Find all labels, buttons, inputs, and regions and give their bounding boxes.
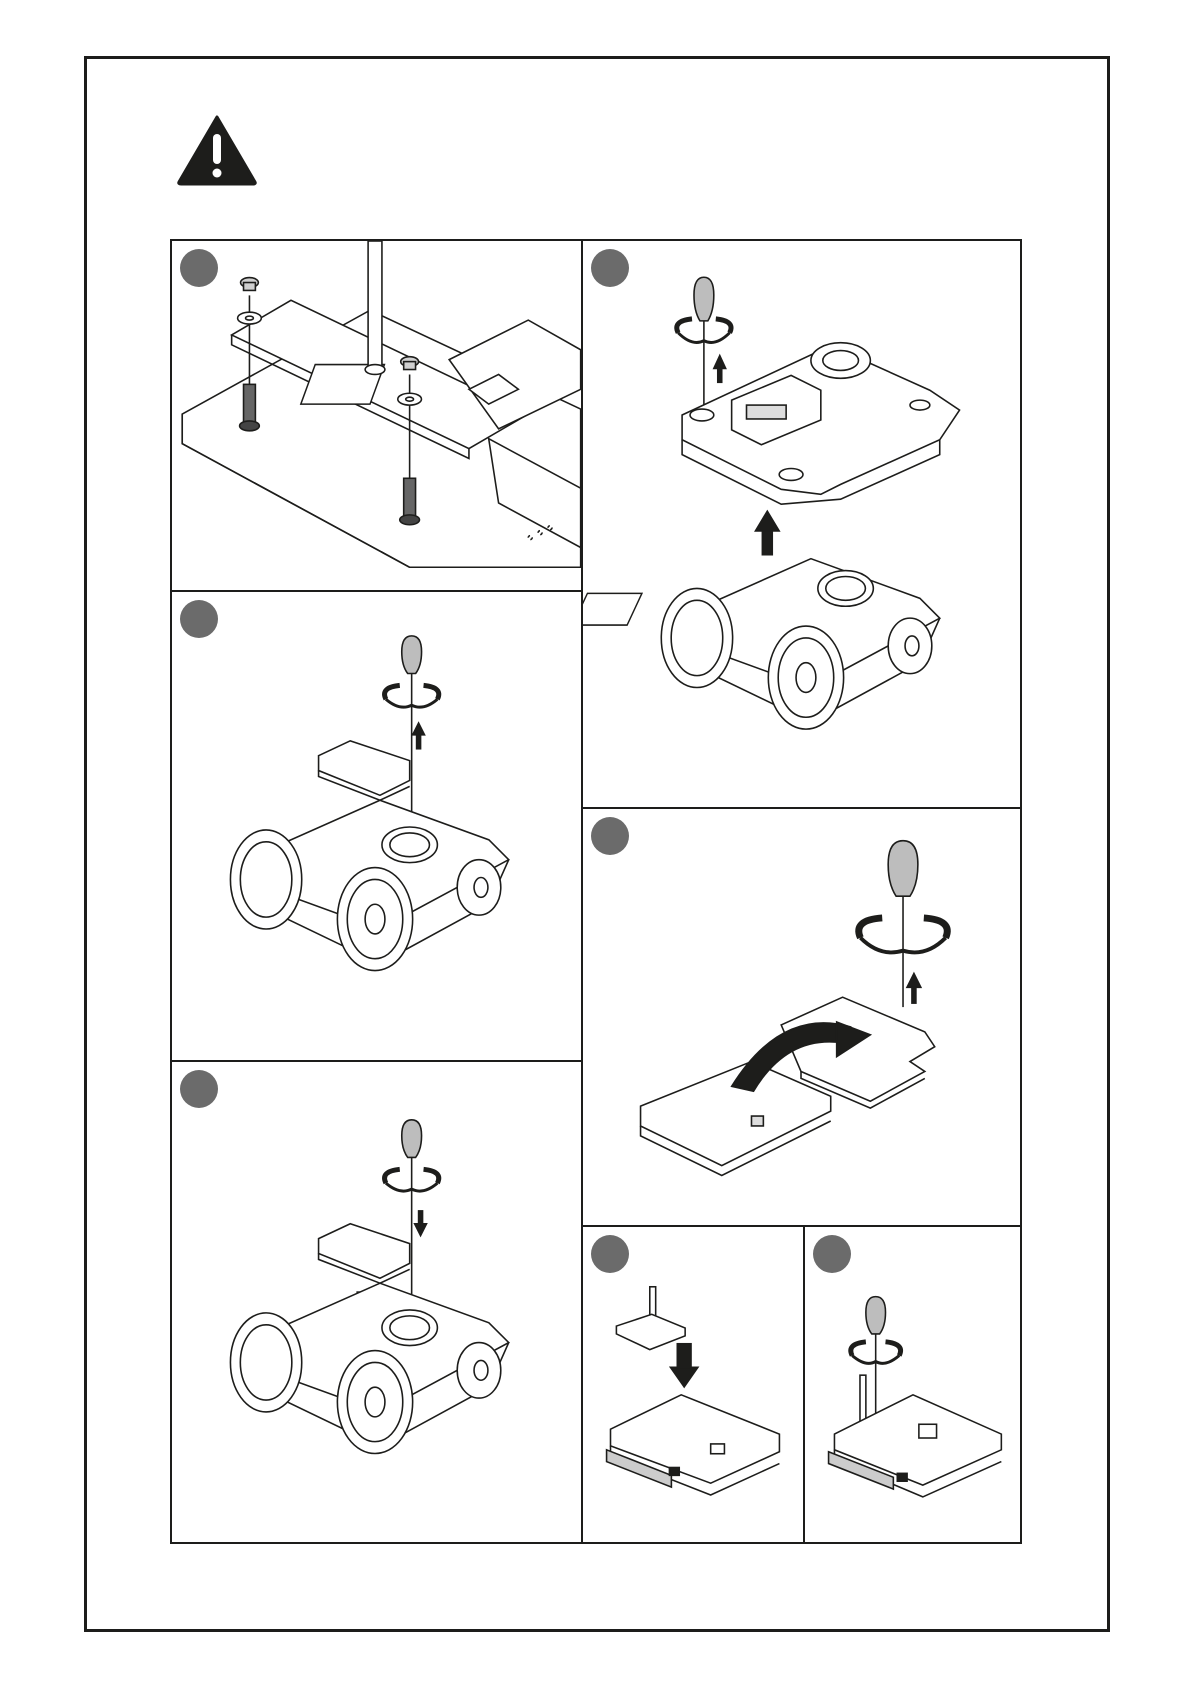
install-board-illustration: [172, 1062, 581, 1542]
step-marker: [591, 817, 629, 855]
step-panel-6: [581, 1225, 805, 1544]
step-marker: [180, 600, 218, 638]
flip-board-illustration: [583, 809, 1020, 1225]
step-marker: [591, 249, 629, 287]
step-panel-1: [170, 239, 583, 592]
step-panel-7: [803, 1225, 1022, 1544]
step-marker: [813, 1235, 851, 1273]
step-panel-5: [170, 1060, 583, 1544]
remove-cover-illustration: [583, 241, 1020, 807]
step-panel-3: [170, 590, 583, 1062]
step-marker: [180, 1070, 218, 1108]
board-screws-illustration: [172, 241, 581, 590]
instruction-steps-grid: [170, 239, 1022, 1544]
screw-module-illustration: [805, 1227, 1020, 1542]
step-marker: [591, 1235, 629, 1273]
insert-module-illustration: [583, 1227, 803, 1542]
step-panel-4: [581, 807, 1022, 1227]
remove-board-illustration: [172, 592, 581, 1060]
step-marker: [180, 249, 218, 287]
step-panel-2: [581, 239, 1022, 809]
warning-triangle-icon: [176, 114, 258, 186]
